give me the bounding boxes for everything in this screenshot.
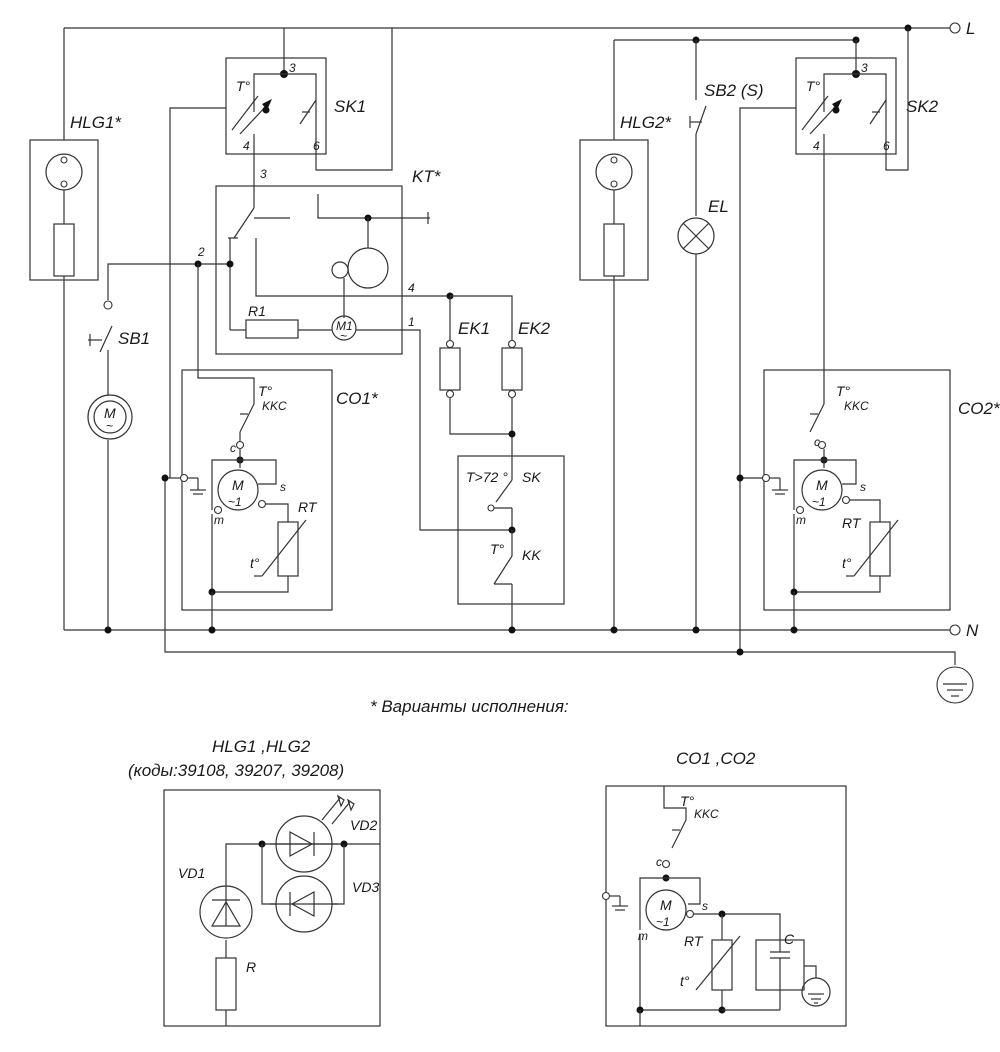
label-kk-T: T° (490, 541, 505, 557)
switch-sb1-fan: SB1 M ~ (87, 260, 234, 634)
variant-co-c-label: C (784, 931, 795, 947)
label-sk2-pin3: 3 (861, 61, 868, 75)
label-sk2: SK2 (906, 97, 939, 116)
label-el: EL (708, 197, 729, 216)
terminal-L (949, 22, 961, 34)
label-ek2: EK2 (518, 319, 551, 338)
label-sk1-pin4: 4 (243, 139, 250, 153)
label-sb1: SB1 (118, 329, 150, 348)
label-sk2-T: T° (806, 78, 821, 94)
label-sk: SK (522, 469, 541, 485)
variant-led-vd3: VD3 (352, 879, 379, 895)
label-kt: KT* (412, 167, 442, 186)
label-L: L (966, 19, 975, 38)
label-hlg1: HLG1* (70, 113, 122, 132)
variant-co-m: M (660, 897, 672, 913)
label-co2-kkc: KKC (844, 399, 869, 413)
label-co1-m: M (232, 477, 244, 493)
label-co2-T: T° (836, 383, 851, 399)
variant-led-panel: HLG1 ,HLG2 (коды:39108, 39207, 39208) VD… (128, 737, 381, 1027)
timer-kt: M1 ~ R1 3 2 4 1 KT* (197, 154, 512, 531)
variant-co-panel: CO1 ,CO2 T° KKC c M ~1 s RT t° C (601, 749, 847, 1027)
label-co1-t: t° (250, 555, 260, 571)
variant-led-vd2: VD2 (350, 817, 377, 833)
ground-icon (936, 666, 974, 704)
label-co2-m: M (816, 477, 828, 493)
label-kt-pin1: 1 (408, 315, 415, 329)
variant-led-title: HLG1 ,HLG2 (212, 737, 311, 756)
label-ek1: EK1 (458, 319, 490, 338)
variant-co-title: CO1 ,CO2 (676, 749, 756, 768)
variant-co-t: t° (680, 973, 690, 989)
label-co2-t: t° (842, 555, 852, 571)
label-co2-mm: m (796, 513, 806, 527)
compressor-co2: T° KKC c M ~1 s m RT t° CO2* (736, 369, 1000, 656)
label-r1: R1 (248, 303, 266, 319)
label-co1-kkc: KKC (262, 399, 287, 413)
label-hlg2: HLG2* (620, 113, 672, 132)
label-co2-1ph: ~1 (812, 495, 826, 509)
label-sk1-pin6: 6 (313, 139, 320, 153)
label-sb2: SB2 (S) (704, 81, 764, 100)
variant-led-vd1: VD1 (178, 865, 205, 881)
switch-sb2-lamp-el: SB2 (S) EL (677, 36, 764, 634)
compressor-co1: T° KKC c M ~1 s m RT t° CO1* (161, 264, 379, 634)
label-co2-c: c (814, 435, 820, 449)
protection-sk-kk: T>72 ° SK T° KK (457, 455, 565, 634)
label-fan-m: M (104, 405, 116, 421)
label-co1-c: c (230, 441, 236, 455)
label-co2-rt: RT (842, 515, 862, 531)
variant-co-s: s (702, 899, 708, 913)
variant-co-c: c (656, 855, 662, 869)
label-kk: KK (522, 547, 541, 563)
label-sk1: SK1 (334, 97, 366, 116)
variant-co-rt: RT (684, 933, 704, 949)
variant-co-mm: m (638, 929, 648, 943)
label-co1-s: s (280, 480, 286, 494)
thermostat-sk1: T° 3 4 6 SK1 (169, 28, 393, 478)
terminal-N (949, 624, 961, 636)
label-co2: CO2* (958, 399, 1000, 418)
label-co1-1ph: ~1 (228, 495, 242, 509)
label-kt-pin2: 2 (197, 245, 205, 259)
label-fan-tilde: ~ (106, 419, 113, 433)
label-kt-pin3: 3 (260, 167, 267, 181)
footnote-text: * Варианты исполнения: (370, 697, 569, 716)
thermostat-sk2: T° 3 4 6 SK2 (739, 24, 939, 652)
heaters-ek: EK1 EK2 (439, 292, 551, 470)
label-N: N (966, 621, 979, 640)
variant-led-r: R (246, 959, 256, 975)
label-co1-rt: RT (298, 499, 318, 515)
label-sk1-pin3: 3 (289, 61, 296, 75)
label-sk2-pin4: 4 (813, 139, 820, 153)
label-t72: T>72 ° (466, 469, 508, 485)
label-kt-pin4: 4 (408, 281, 415, 295)
variant-led-codes: (коды:39108, 39207, 39208) (128, 761, 344, 780)
variant-co-kkc: KKC (694, 807, 719, 821)
variant-co-1ph: ~1 (656, 915, 670, 929)
label-sk2-pin6: 6 (883, 139, 890, 153)
label-co1-mm: m (214, 513, 224, 527)
lamp-hlg2: HLG2* (579, 39, 856, 634)
label-sk1-T: T° (236, 78, 251, 94)
label-m1: M1 (336, 319, 353, 333)
label-m1-tilde: ~ (340, 329, 347, 343)
label-co2-s: s (860, 480, 866, 494)
label-co1: CO1* (336, 389, 379, 408)
lamp-hlg1: HLG1* (29, 28, 122, 630)
label-co1-T: T° (258, 383, 273, 399)
variant-co-T: T° (680, 793, 695, 809)
